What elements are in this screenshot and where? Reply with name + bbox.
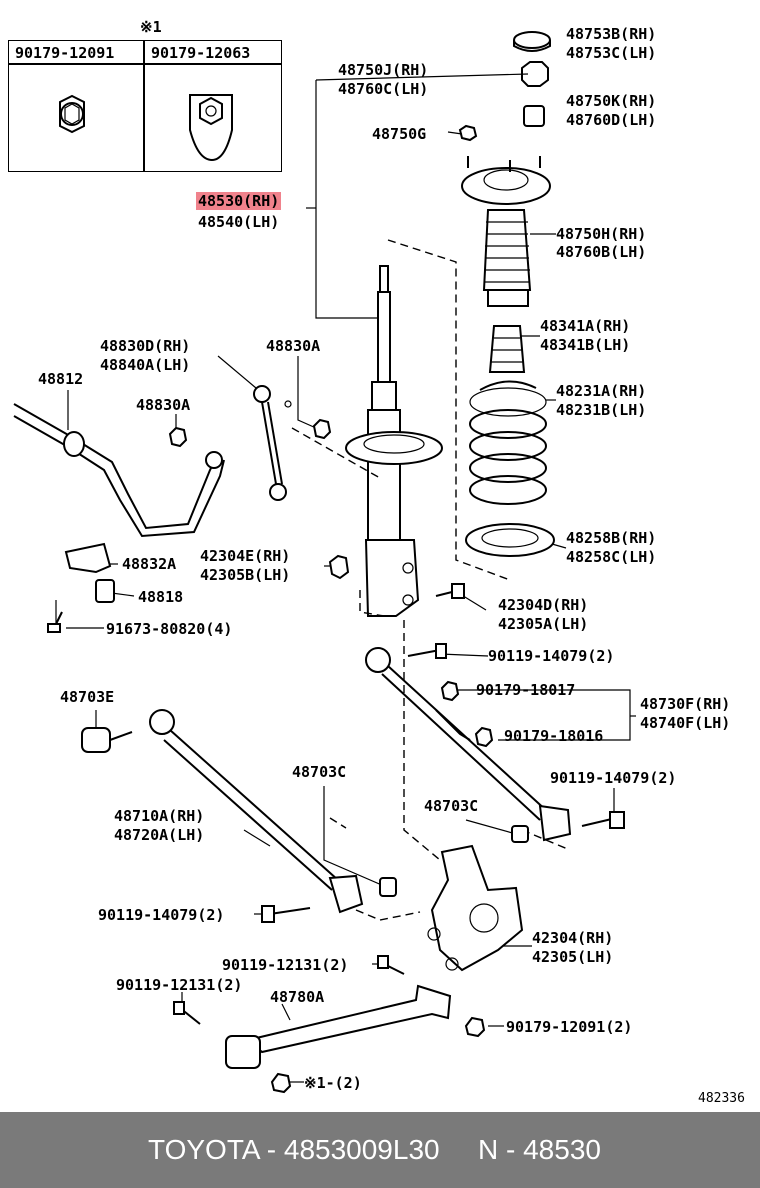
bolt-42304d-icon [435,583,465,599]
nut-90179-18017-icon [440,680,460,702]
nut-48750j-icon [521,61,549,87]
label-91673: 91673-80820(4) [106,620,233,638]
nut-90179-12063-icon [189,94,233,162]
nut-90179-18016-icon [474,726,494,748]
label-90119-c: 90119-14079(2) [98,906,225,924]
label-48760c: 48760C(LH) [338,80,429,98]
label-48703e: 48703E [60,688,115,706]
spring-48231-icon [469,380,547,505]
footer-part-number: TOYOTA - 4853009L30 [148,1134,440,1165]
label-48231b: 48231B(LH) [556,401,647,419]
inset-header-line [9,63,281,65]
parts-diagram: ※1 90179-12091 90179-12063 48753B(RH) 48… [8,18,745,1106]
bumper-48341-icon [488,325,526,373]
label-42304: 42304(RH) [532,929,614,947]
label-48830a-top: 48830A [266,337,321,355]
nut-48830a-icon [168,418,332,448]
footer-bar: TOYOTA - 4853009L30 N - 48530 [0,1112,760,1188]
label-48832a: 48832A [122,555,177,573]
highlighted-part-48530: 48530(RH) [196,192,282,210]
label-48231a: 48231A(RH) [556,382,647,400]
bolt-90119-12131-icon [173,955,405,1025]
label-90179-18017: 90179-18017 [476,681,576,699]
label-48812: 48812 [38,370,84,388]
carrier-42304-icon [427,844,524,972]
nut-90179-12091-b-icon [464,1016,486,1038]
label-48750j: 48750J(RH) [338,61,429,79]
label-42304d: 42304D(RH) [498,596,589,614]
bolt-90119-c-icon [261,905,311,923]
inset-col2-label: 90179-12063 [151,44,251,62]
label-48753b: 48753B(RH) [566,25,657,43]
label-48830a-mid: 48830A [136,396,191,414]
label-48341b: 48341B(LH) [540,336,631,354]
label-48530: 48530(RH) [196,192,282,210]
bushing-48818-icon [95,579,115,603]
inset-col1-label: 90179-12091 [15,44,115,62]
bolt-90119-a-icon [407,643,447,659]
label-48830d: 48830D(RH) [100,337,191,355]
insulator-48258-icon [465,523,555,557]
label-48703c-a: 48703C [292,763,347,781]
label-48780a: 48780A [270,988,325,1006]
label-42304e: 42304E(RH) [200,547,291,565]
label-48258b: 48258B(RH) [566,529,657,547]
label-48750h: 48750H(RH) [556,225,647,243]
nut-90179-12091-icon [59,94,85,134]
label-48730f: 48730F(RH) [640,695,731,713]
inset-box: 90179-12091 90179-12063 [8,40,282,172]
label-48818: 48818 [138,588,184,606]
nut-42304e-icon [328,554,350,580]
bolt-90119-b-icon [581,811,625,829]
label-90119-12131-b: 90119-12131(2) [116,976,243,994]
diagram-ref: 482336 [698,1091,745,1106]
bushing-48703e-icon [81,727,133,753]
label-48840a: 48840A(LH) [100,356,191,374]
label-90119-a: 90119-14079(2) [488,647,615,665]
arm-48780a-icon [225,984,452,1069]
label-48710a: 48710A(RH) [114,807,205,825]
label-48341a: 48341A(RH) [540,317,631,335]
inset-note-mark: ※1 [140,18,162,36]
nut-48750g-icon [458,124,478,142]
label-48760b: 48760B(LH) [556,243,647,261]
label-48258c: 48258C(LH) [566,548,657,566]
label-42305b: 42305B(LH) [200,566,291,584]
bolt-91673-icon [47,611,63,633]
support-48750h-icon [461,156,551,307]
label-90119-12131-a: 90119-12131(2) [222,956,349,974]
bracket-48832a-icon [64,542,112,574]
footer-ref-number: N - 48530 [478,1134,601,1165]
label-48753c: 48753C(LH) [566,44,657,62]
label-48720a: 48720A(LH) [114,826,205,844]
stabilizer-bar-48812-icon [13,403,225,538]
label-48740f: 48740F(LH) [640,714,731,732]
label-48760d: 48760D(LH) [566,111,657,129]
arm-48730f-icon [365,647,572,842]
bushing-48703c-icon [379,825,529,897]
label-90119-b: 90119-14079(2) [550,769,677,787]
diagram-drawing [13,31,636,1094]
label-48750g: 48750G [372,125,427,143]
label-42305: 42305(LH) [532,948,614,966]
label-48750k: 48750K(RH) [566,92,657,110]
label-90179-12091: 90179-12091(2) [506,1018,633,1036]
link-48830d-icon [253,385,292,501]
nut-note1-icon [270,1072,292,1094]
cap-48753-icon [513,31,551,52]
inset-divider [143,41,145,171]
label-48540: 48540(LH) [198,213,280,231]
bushing-48750k-icon [523,105,545,127]
label-42305a: 42305A(LH) [498,615,589,633]
label-90179-18016: 90179-18016 [504,727,604,745]
label-note1: ※1-(2) [304,1074,362,1092]
label-48703c-b: 48703C [424,797,479,815]
arm-48710a-icon [149,709,364,914]
